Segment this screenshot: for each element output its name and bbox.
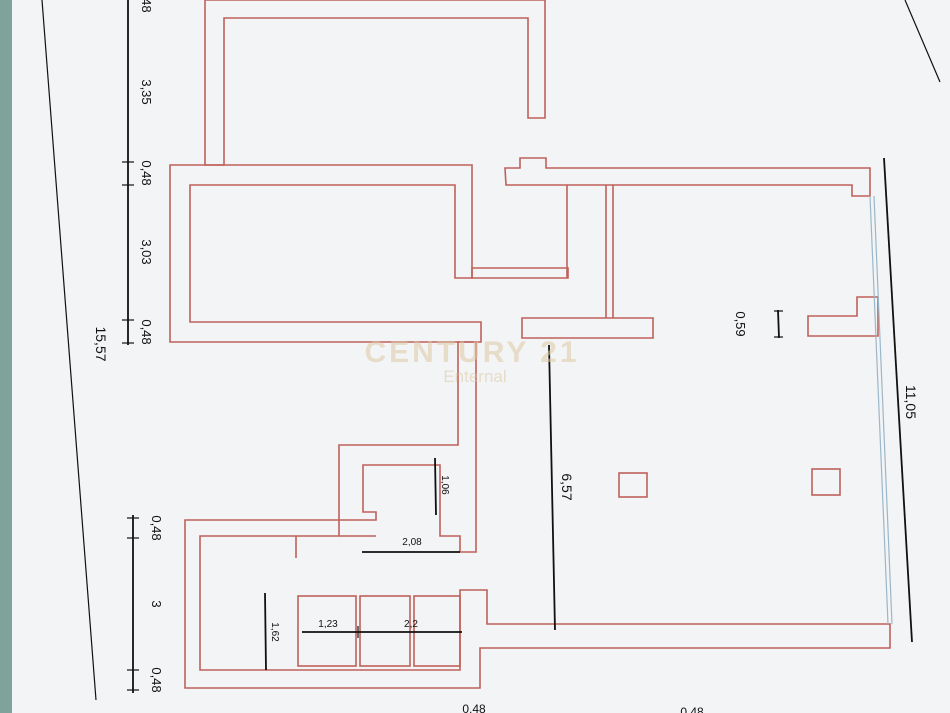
watermark: CENTURY 21 Enternal <box>364 336 579 386</box>
window-glazing-2 <box>873 195 893 625</box>
label-bath-width-a: 1,23 <box>318 619 338 630</box>
watermark-office: Enternal <box>443 367 506 386</box>
middle-room-outer <box>169 164 482 343</box>
label-lower-seg-2: 3 <box>149 600 164 607</box>
label-bottom-partial-a: 0,48 <box>462 702 486 713</box>
label-segment-5: 0,48 <box>139 319 154 344</box>
bath-stall-2 <box>359 595 411 667</box>
closet-height-line <box>434 457 437 516</box>
top-right-wall <box>504 157 871 197</box>
watermark-brand: CENTURY 21 <box>364 336 579 369</box>
paper-sheet <box>12 0 950 713</box>
label-small-column: 0,59 <box>733 311 748 336</box>
column-2 <box>811 468 841 496</box>
label-bath-width-b: 2,2 <box>404 619 418 630</box>
label-corridor-width: 2,08 <box>402 537 422 548</box>
column-1 <box>618 472 648 498</box>
label-total-height: 15,57 <box>93 326 109 361</box>
label-segment-top: 0,48 <box>139 0 154 13</box>
label-bath-height: 1,62 <box>269 622 280 642</box>
label-lower-seg-1: 0,48 <box>149 515 164 540</box>
label-inner-vertical: 6,57 <box>559 473 575 500</box>
interior-partition <box>521 317 654 339</box>
lower-block-outer <box>184 341 891 689</box>
right-total-line <box>883 157 913 643</box>
left-edge-strip <box>0 0 12 713</box>
window-glazing <box>869 195 889 625</box>
dimension-labels: 0,48 3,35 0,48 3,03 0,48 15,57 0,48 3 0,… <box>93 0 919 713</box>
label-right-total: 11,05 <box>903 385 919 419</box>
inner-vertical-line <box>548 344 556 631</box>
bath-height-line <box>264 592 267 671</box>
dimension-lines <box>122 0 913 693</box>
bath-stall-1 <box>297 595 357 667</box>
label-segment-4: 3,03 <box>139 239 154 264</box>
frame-line-left <box>41 0 97 701</box>
walls <box>169 0 891 689</box>
label-segment-2: 3,35 <box>139 79 154 104</box>
frame-line-right <box>904 0 941 83</box>
label-lower-seg-3: 0,48 <box>149 667 164 692</box>
label-segment-3: 0,48 <box>139 160 154 185</box>
corridor-wall <box>471 267 569 279</box>
bath-stall-3 <box>413 595 461 667</box>
small-column-line <box>777 309 780 339</box>
label-closet-height: 1,06 <box>439 475 450 495</box>
label-bottom-partial-b: 0,48 <box>680 705 704 713</box>
